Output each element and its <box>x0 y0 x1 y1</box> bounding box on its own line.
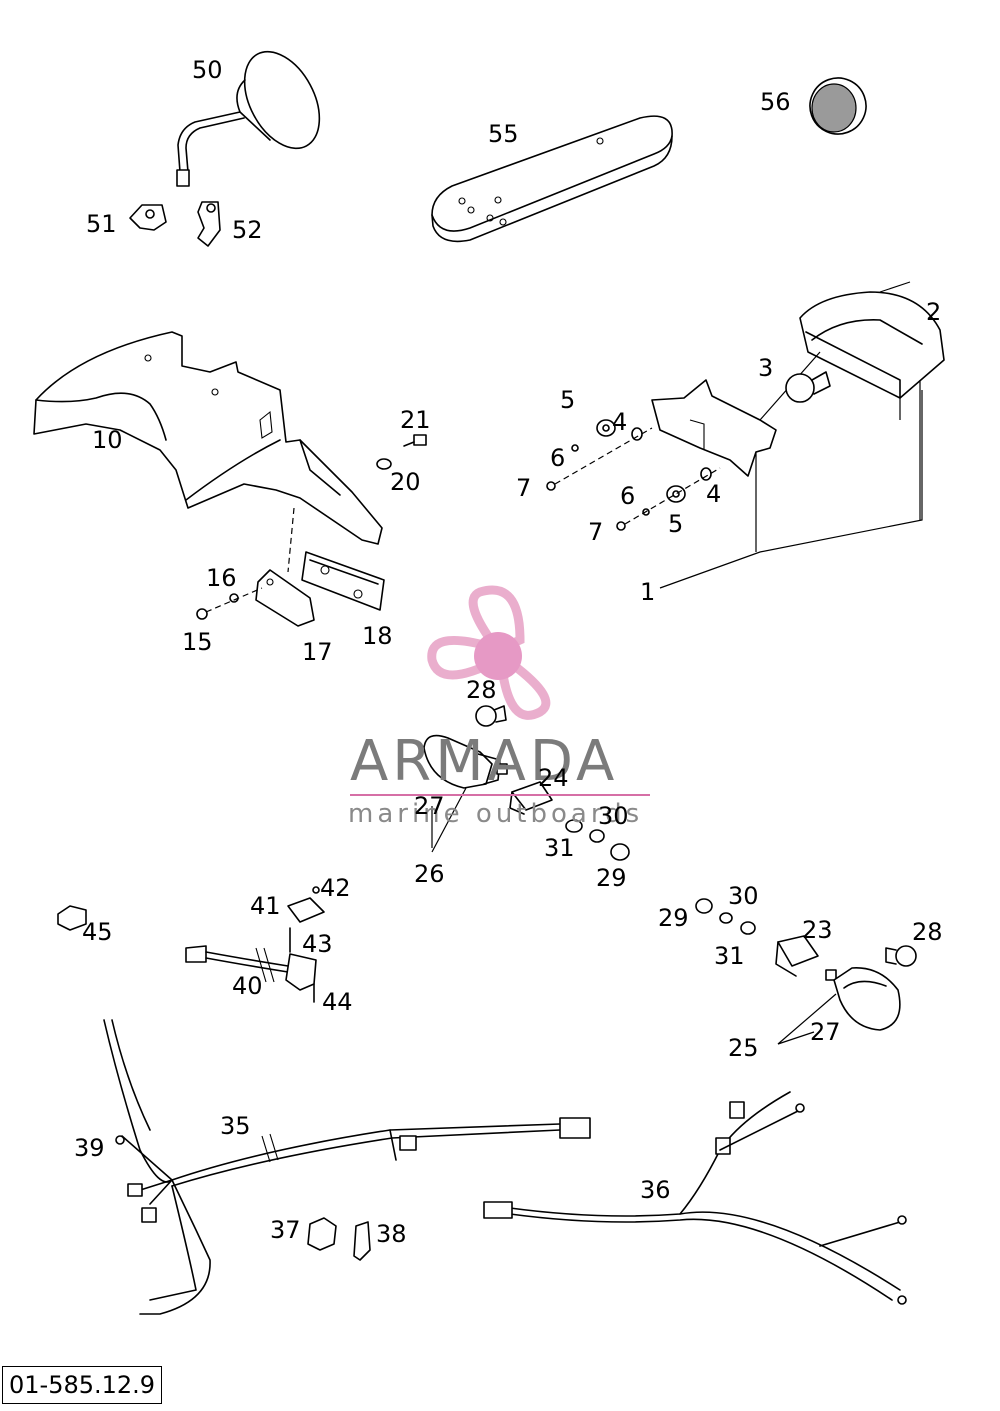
callout-label: 6 <box>620 482 635 510</box>
callout-label: 2 <box>926 298 941 326</box>
main-wiring-harness-drawing <box>103 1019 591 1315</box>
callout-label: 31 <box>714 942 745 970</box>
watermark-tagline: marine outboards <box>348 799 643 829</box>
callout-label: 31 <box>544 834 575 862</box>
indicator-bulb-lower-drawing <box>885 945 917 967</box>
callout-label: 6 <box>550 444 565 472</box>
callout-label: 1 <box>640 578 655 606</box>
callout-label: 21 <box>400 406 431 434</box>
callout-label: 38 <box>376 1220 407 1248</box>
callout-label: 39 <box>74 1134 105 1162</box>
callout-label: 7 <box>588 518 603 546</box>
relay-bracket-drawing <box>353 1221 371 1261</box>
reflector-drawing <box>809 77 867 135</box>
callout-label: 17 <box>302 638 333 666</box>
callout-label: 45 <box>82 918 113 946</box>
fender-screw-drawing <box>403 434 427 447</box>
callout-label: 5 <box>560 386 575 414</box>
callout-label: 18 <box>362 622 393 650</box>
callout-label: 42 <box>320 874 351 902</box>
callout-label: 29 <box>596 864 627 892</box>
callout-label: 30 <box>728 882 759 910</box>
callout-label: 36 <box>640 1176 671 1204</box>
callout-label: 4 <box>612 408 627 436</box>
indicator-upper-drawing <box>423 734 508 789</box>
indicator-bulb-upper-drawing <box>475 705 507 727</box>
propeller-logo-icon <box>427 585 551 720</box>
plate-lamp-drawing <box>301 551 385 611</box>
callout-label: 30 <box>598 802 629 830</box>
tail-wiring-harness-drawing <box>483 1091 907 1305</box>
watermark-brand: ARMADA <box>350 729 618 794</box>
grommet-upper-drawing <box>546 419 653 491</box>
callout-label: 51 <box>86 210 117 238</box>
callout-label: 28 <box>912 918 943 946</box>
callout-label: 35 <box>220 1112 251 1140</box>
callout-labels: 50 51 52 55 56 2 3 10 21 20 5 4 6 7 6 4 … <box>74 56 943 1248</box>
callout-label: 40 <box>232 972 263 1000</box>
tail-bulb-drawing <box>785 371 831 403</box>
sensor-drawing <box>185 886 325 1003</box>
callout-label: 50 <box>192 56 223 84</box>
diagram-reference-number: 01-585.12.9 <box>2 1366 163 1404</box>
callout-label: 44 <box>322 988 353 1016</box>
callout-label: 43 <box>302 930 333 958</box>
number-plate-drawing <box>431 115 673 243</box>
armada-watermark: ARMADA marine outboards <box>348 585 650 829</box>
callout-label: 7 <box>516 474 531 502</box>
mirror-clamp-drawing <box>129 204 167 231</box>
callout-label: 5 <box>668 510 683 538</box>
callout-label: 56 <box>760 88 791 116</box>
callout-label: 28 <box>466 676 497 704</box>
callout-label: 26 <box>414 860 445 888</box>
rubber-grommet-drawing <box>57 905 87 931</box>
callout-label: 52 <box>232 216 263 244</box>
grommet-lower-drawing <box>616 467 721 531</box>
callout-label: 27 <box>810 1018 841 1046</box>
indicator-bracket-lower-drawing <box>775 935 819 977</box>
rear-fender-drawing <box>33 331 383 545</box>
callout-label: 55 <box>488 120 519 148</box>
tail-lamp-drawing <box>759 281 945 520</box>
fender-washer-drawing <box>376 458 392 470</box>
callout-label: 29 <box>658 904 689 932</box>
callout-label: 25 <box>728 1034 759 1062</box>
tail-lamp-holder-drawing <box>651 379 777 477</box>
callout-label: 23 <box>802 916 833 944</box>
plate-nut-drawing <box>196 587 263 620</box>
callout-label: 41 <box>250 892 281 920</box>
mirror-drawing <box>176 50 321 187</box>
callout-label: 27 <box>414 792 445 820</box>
callout-label: 4 <box>706 480 721 508</box>
plate-gasket-drawing <box>255 569 315 627</box>
indicator-lower-drawing <box>825 967 901 1031</box>
callout-label: 10 <box>92 426 123 454</box>
callout-label: 24 <box>538 764 569 792</box>
callout-label: 37 <box>270 1216 301 1244</box>
callout-label: 15 <box>182 628 213 656</box>
callout-label: 16 <box>206 564 237 592</box>
relay-drawing <box>307 1217 337 1251</box>
callout-label: 3 <box>758 354 773 382</box>
callout-label: 20 <box>390 468 421 496</box>
indicator-washers-lower-drawing <box>695 898 756 935</box>
indicator-washers-upper-drawing <box>565 819 630 861</box>
mirror-holder-drawing <box>197 201 221 247</box>
